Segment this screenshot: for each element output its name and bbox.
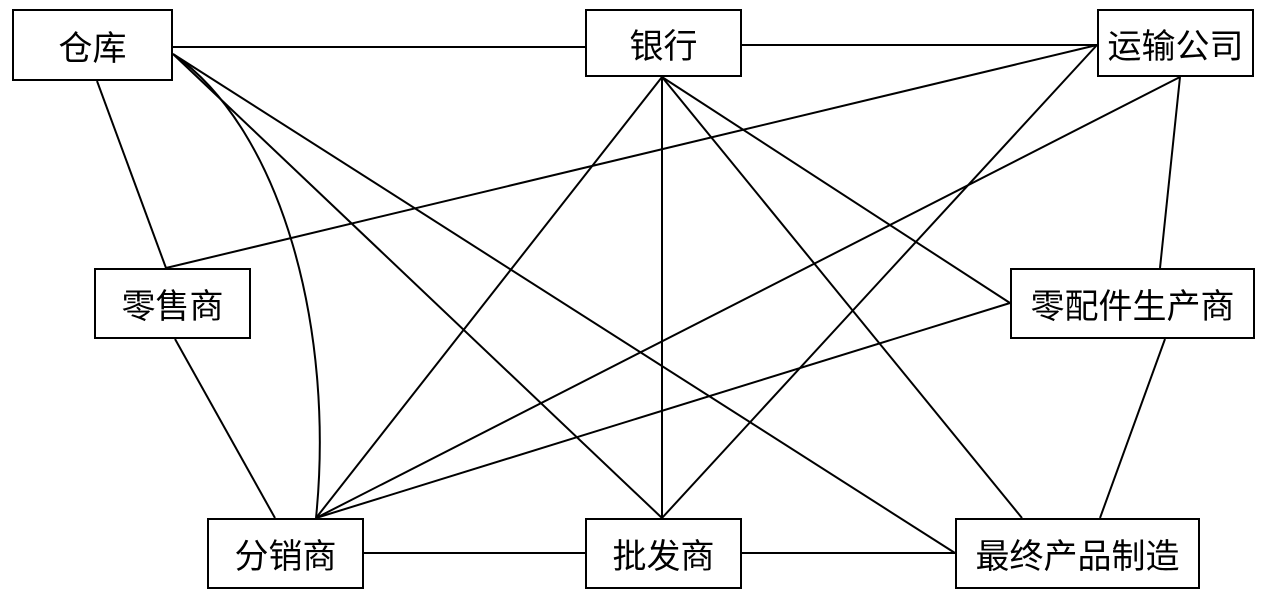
node-parts-manufacturer: 零配件生产商	[1010, 268, 1255, 339]
edge-retailer-distributor	[174, 338, 276, 519]
edge-warehouse-final	[172, 53, 956, 554]
edge-transport-distributor	[315, 76, 1181, 519]
edge-bank-parts	[661, 76, 1011, 304]
node-transport-company: 运输公司	[1097, 9, 1254, 77]
edge-parts-distributor	[315, 302, 1011, 519]
edge-transport-wholesaler	[661, 44, 1098, 519]
node-final-product-manufacturer: 最终产品制造	[955, 518, 1200, 589]
edge-warehouse-distributor	[172, 53, 321, 519]
edge-parts-final	[1099, 338, 1166, 519]
node-retailer: 零售商	[94, 268, 251, 339]
node-distributor: 分销商	[207, 518, 364, 589]
edge-warehouse-retailer	[96, 80, 167, 269]
edge-bank-distributor	[315, 76, 663, 519]
edge-transport-parts	[1159, 76, 1181, 269]
node-wholesaler: 批发商	[585, 518, 742, 589]
edge-bank-final	[661, 76, 1023, 519]
edge-warehouse-wholesaler	[172, 53, 663, 519]
node-bank: 银行	[585, 9, 742, 77]
edge-transport-retailer	[165, 44, 1098, 269]
node-warehouse: 仓库	[12, 9, 173, 81]
